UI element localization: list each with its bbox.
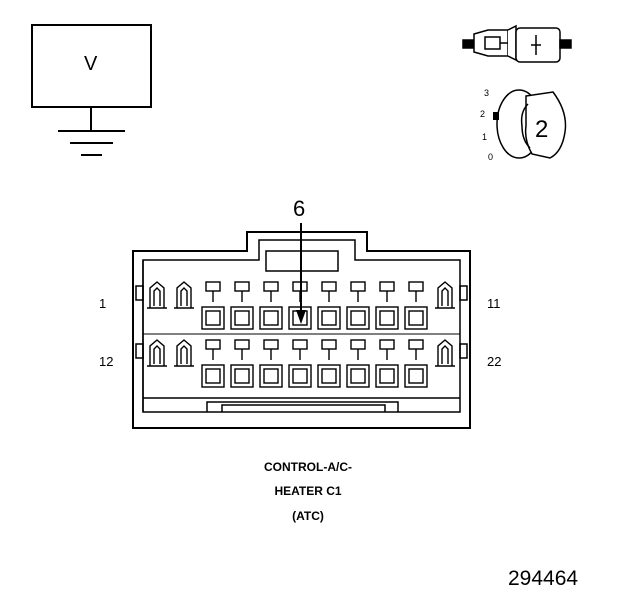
- pin-cavity: [346, 339, 370, 388]
- pin-label-row2-first: 12: [99, 354, 114, 369]
- pin-cavity: [435, 339, 455, 367]
- voltmeter-symbol: V: [84, 53, 98, 75]
- selector-position-label: 1: [482, 132, 488, 142]
- pin-label-row1-first: 1: [99, 296, 107, 311]
- selector-knob-icon: [493, 89, 567, 159]
- pin-cavity: [375, 339, 399, 388]
- pin-pointer-arrow: [296, 223, 306, 324]
- pin-cavity: [317, 281, 341, 330]
- pin-cavity: [201, 339, 225, 388]
- test-probe-icon: [462, 24, 572, 63]
- pin-cavity: [288, 281, 312, 330]
- connector-caption-line3: (ATC): [292, 509, 324, 523]
- pin-cavity: [346, 281, 370, 330]
- connector-pins: [147, 281, 455, 388]
- selector-value: 2: [535, 116, 549, 143]
- pin-cavity: [230, 339, 254, 388]
- pin-cavity: [259, 339, 283, 388]
- pin-cavity: [174, 339, 194, 367]
- pin-cavity: [259, 281, 283, 330]
- selector-position-label: 2: [480, 109, 486, 119]
- pin-cavity: [174, 281, 194, 309]
- pin-cavity: [435, 281, 455, 309]
- pin-cavity: [317, 339, 341, 388]
- voltmeter-ground-icon: [31, 24, 152, 156]
- connector-caption-line2: HEATER C1: [274, 484, 342, 498]
- pin-cavity: [147, 339, 167, 367]
- pin-cavity: [230, 281, 254, 330]
- connector-caption-line1: CONTROL-A/C-: [264, 460, 352, 474]
- connector-shell: [132, 231, 471, 429]
- selector-position-label: 3: [484, 88, 490, 98]
- pin-cavity: [404, 281, 428, 330]
- pin-label-row2-last: 22: [487, 354, 502, 369]
- pin-cavity: [375, 281, 399, 330]
- pin-cavity: [404, 339, 428, 388]
- pin-pointer-label: 6: [293, 196, 306, 221]
- figure-id: 294464: [508, 567, 579, 590]
- pin-label-row1-last: 11: [487, 296, 501, 311]
- pin-cavity: [201, 281, 225, 330]
- pin-cavity: [288, 339, 312, 388]
- selector-position-label: 0: [488, 152, 494, 162]
- pin-cavity: [147, 281, 167, 309]
